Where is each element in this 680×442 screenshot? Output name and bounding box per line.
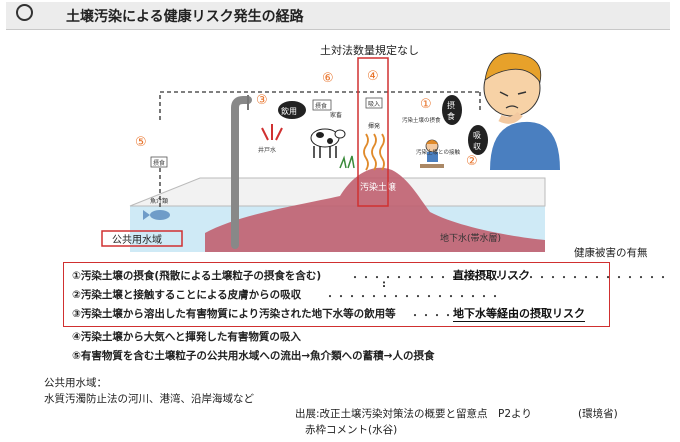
comment-note: 赤枠コメント(水谷) <box>305 424 398 436</box>
inhale-box <box>365 97 383 109</box>
water-spray-icon <box>261 124 283 141</box>
number-6: ⑥ <box>322 71 334 86</box>
number-2: ② <box>466 154 478 169</box>
ingestion-label-1: 摂 <box>447 100 455 110</box>
child-icon <box>420 139 444 168</box>
fish-feed-label: 摂食 <box>153 159 165 167</box>
public-water-heading: 公共用水域： <box>44 377 107 389</box>
number-3: ③ <box>256 93 268 108</box>
health-damage-note: 健康被害の有無 <box>574 247 648 259</box>
groundwater-intake-risk: 地下水等経由の摂取リスク <box>453 307 585 322</box>
pathway-1-text: ①汚染土壌の摂食(飛散による土壌粒子の摂食を含む) <box>72 270 322 282</box>
public-water-description: 水質汚濁防止法の河川、港湾、沿岸海域など <box>44 393 254 405</box>
absorption-label-2: 収 <box>473 141 481 151</box>
drinking-oval <box>278 101 306 119</box>
grass-icon <box>339 155 355 169</box>
ingestion-oval <box>442 95 462 125</box>
direct-intake-risk: 直接摂取リスク <box>453 269 530 282</box>
cow-icon <box>310 128 346 158</box>
fish-feed-box <box>150 156 168 168</box>
absorption-label-1: 吸 <box>473 131 481 140</box>
livestock-label: 家畜 <box>330 111 342 119</box>
title-bullet-icon <box>16 4 33 21</box>
drinking-label: 飲用 <box>281 106 297 116</box>
pathway-dashes <box>159 91 481 208</box>
sick-person-icon <box>483 52 560 170</box>
absorption-oval <box>468 125 488 155</box>
contaminated-soil-label: 汚染土壌 <box>360 181 396 193</box>
source-note: 出展:改正土壌汚染対策法の概要と留意点 P2より <box>295 408 532 420</box>
pathway-3-dots: ・・・・・・・・・・ <box>410 311 520 322</box>
title-bar <box>6 2 670 30</box>
inhale-label: 吸入 <box>368 101 380 108</box>
groundwater-label: 地下水(帯水層) <box>440 232 501 244</box>
child-pathway-label: 汚染土壌の摂食 <box>402 116 441 124</box>
pathway-5-text: ⑤有害物質を含む土壌粒子の公共用水域への流出→魚介類への蓄積→人の摂食 <box>72 350 435 362</box>
page-title: 土壌汚染による健康リスク発生の経路 <box>66 9 304 25</box>
pathway-list-red-frame <box>63 262 610 327</box>
public-water-label: 公共用水域 <box>112 233 162 246</box>
pathway-2-dots: ・・・・・・・・・・・・・・・・ <box>325 292 501 303</box>
fish-label: 魚介類 <box>150 197 168 205</box>
well-pipe <box>231 96 252 249</box>
number-1: ① <box>420 97 432 112</box>
pathway-3-text: ③汚染土壌から溶出した有害物質により汚染された地下水等の飲用等 <box>72 308 396 320</box>
pathway-4-red-frame <box>357 57 389 207</box>
feed-box <box>312 99 332 111</box>
source-organization: (環境省) <box>578 408 618 420</box>
contaminated-soil-plume <box>205 167 545 252</box>
risk-pathway-diagram: 汚染土壌 地下水(帯水層) 公共用水域 井戸水 飲用 ③ ⑥ ④ ① ② ⑤ 摂… <box>101 52 560 252</box>
number-5: ⑤ <box>135 135 147 150</box>
public-water-box <box>101 230 183 247</box>
vapour-icon <box>363 133 385 171</box>
pathway-1-dots: ・・・・・・・・・・・・・・・・・・・・・・・・・・・・・ <box>350 273 669 284</box>
connector-colon: : <box>382 279 386 290</box>
contact-pathway-label: 汚染土壌との接触 <box>416 148 460 156</box>
number-4: ④ <box>367 69 379 84</box>
well-label: 井戸水 <box>258 146 276 154</box>
feed-label: 摂食 <box>315 102 327 110</box>
pathway-4-text: ④汚染土壌から大気へと揮発した有害物質の吸入 <box>72 331 301 343</box>
no-numeric-standard-note: 土対法数量規定なし <box>320 44 419 57</box>
fish-icon <box>143 210 170 220</box>
pathway-2-text: ②汚染土壌と接触することによる皮膚からの吸収 <box>72 289 302 301</box>
ingestion-label-2: 食 <box>447 111 455 121</box>
volatile-label: 揮発 <box>368 122 380 130</box>
